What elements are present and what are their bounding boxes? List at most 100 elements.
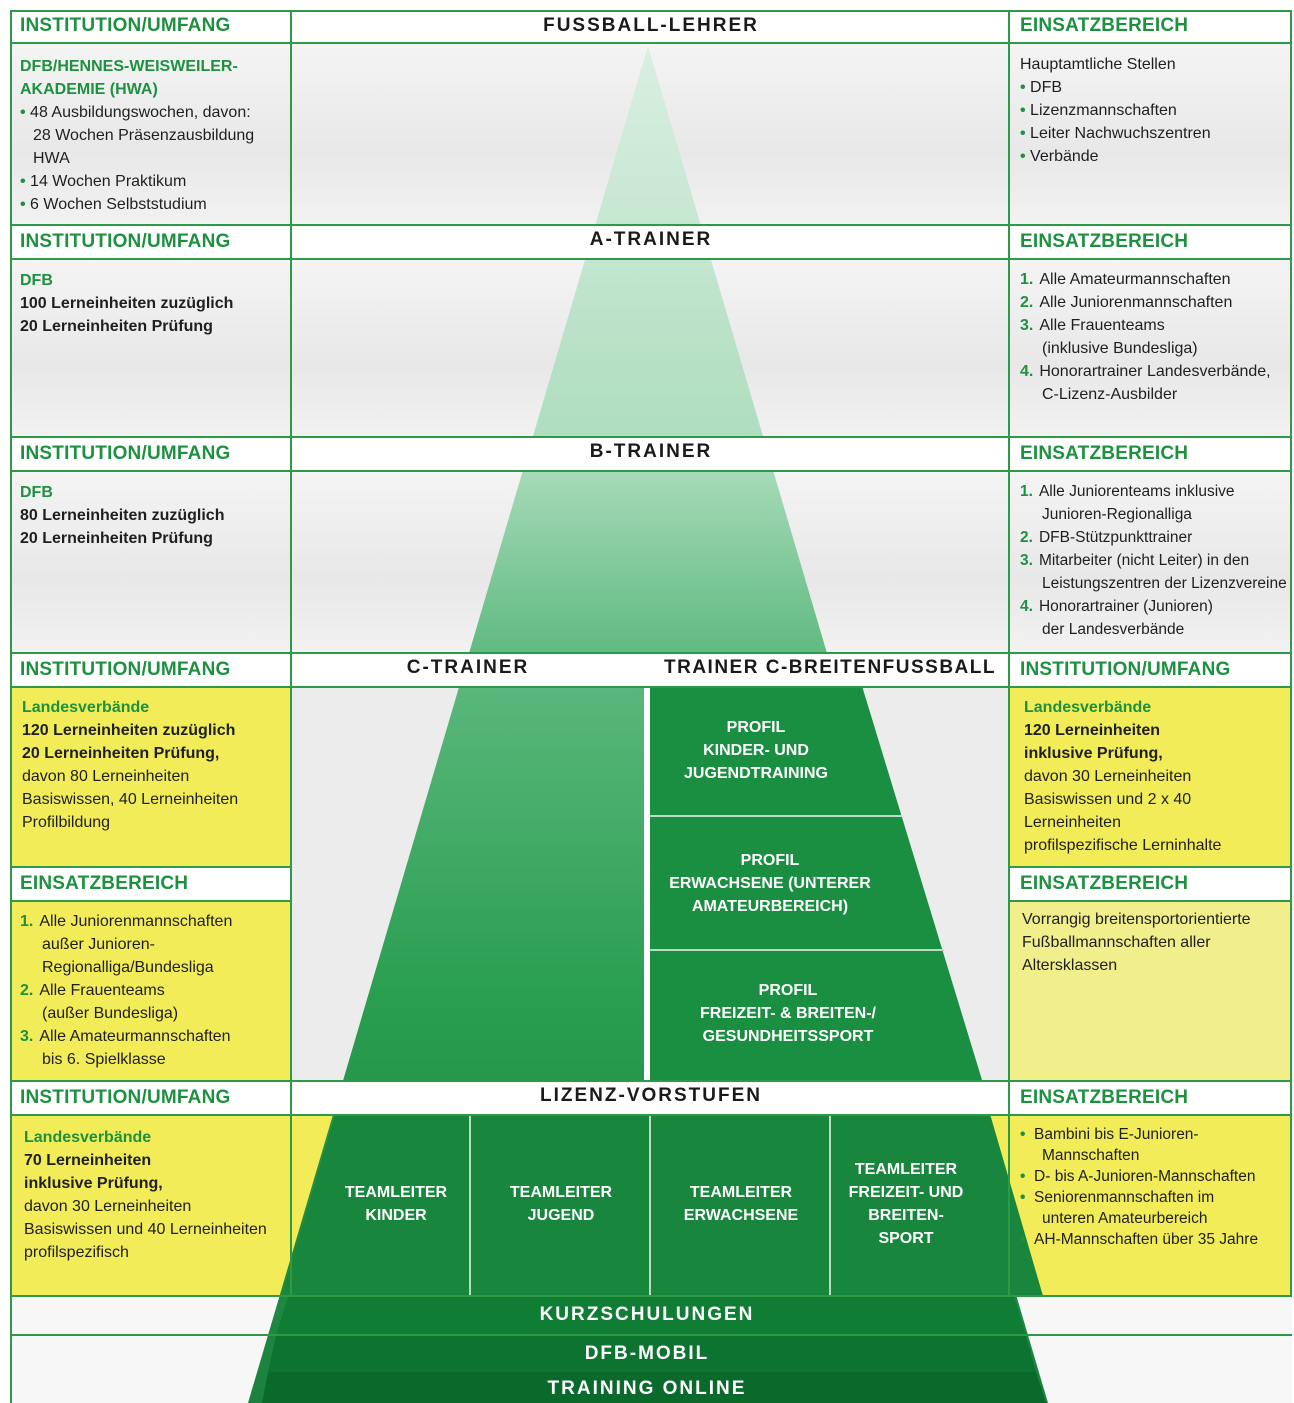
header-institution-4-right: INSTITUTION/UMFANG (1020, 659, 1231, 680)
header-einsatz-1: EINSATZBEREICH (1020, 15, 1189, 36)
b-einsatz-4: 4.Honorartrainer (Junioren)der Landesver… (1020, 598, 1213, 638)
fussball-lehrer-einsatz: Hauptamtliche Stellen • DFB • Lizenzmann… (1020, 53, 1288, 168)
teamleiter-erwachsene: TEAMLEITER ERWACHSENE (683, 1184, 799, 1224)
c-right-l1: davon 30 Lerneinheiten (1024, 768, 1192, 785)
grid-line-col2 (1008, 10, 1010, 1296)
header-c-trainer: C-TRAINER (406, 657, 530, 678)
label-kurzschulungen: KURZSCHULUNGEN (539, 1304, 755, 1325)
hwa-line-2: AKADEMIE (HWA) (20, 81, 158, 98)
c-right-institution-name: Landesverbände (1024, 699, 1152, 716)
header-row-a-trainer (10, 224, 1292, 260)
label-dfb-mobil: DFB-MOBIL (584, 1343, 710, 1364)
c-left-l2: Basiswissen, 40 Lerneinheiten (22, 791, 239, 808)
c-right-einsatz-l3: Altersklassen (1022, 957, 1118, 974)
header-einsatz-3: EINSATZBEREICH (1020, 443, 1189, 464)
a-trainer-institution: DFB 100 Lerneinheiten zuzüglich 20 Lerne… (20, 269, 288, 338)
einsatz-item-lizenz: • Lizenzmannschaften (1020, 102, 1177, 119)
hwa-line-1: DFB/HENNES-WEISWEILER- (20, 58, 238, 75)
hwa-detail-3: • 14 Wochen Praktikum (20, 173, 187, 190)
hwa-detail-4: • 6 Wochen Selbststudium (20, 196, 207, 213)
c-right-b2: inklusive Prüfung, (1024, 745, 1163, 762)
header-row-fussball-lehrer (10, 10, 1292, 44)
a-line-1: 100 Lerneinheiten zuzüglich (20, 295, 234, 312)
c-right-l3: Lerneinheiten (1024, 814, 1121, 831)
hwa-detail-1: • 48 Ausbildungswochen, davon: (20, 104, 251, 121)
einsatz-item-verbaende: • Verbände (1020, 148, 1099, 165)
grid-line-bottom-2 (10, 1334, 1292, 1336)
pyramid-c-breiten-block (650, 686, 982, 1080)
b-einsatz-2: 2.DFB-Stützpunkttrainer (1020, 529, 1193, 546)
c-breiten-institution: Landesverbände 120 Lerneinheiten inklusi… (1024, 696, 1290, 857)
c-left-l3: Profilbildung (22, 814, 111, 831)
header-institution-2: INSTITUTION/UMFANG (20, 231, 231, 252)
b-trainer-institution: DFB 80 Lerneinheiten zuzüglich 20 Lernei… (20, 481, 288, 550)
lizenz-einsatz-1: • Bambini bis E-Junioren-Mannschaften (1020, 1126, 1199, 1164)
c-right-b1: 120 Lerneinheiten (1024, 722, 1161, 739)
c-breiten-einsatz: Vorrangig breitensportorientierte Fußbal… (1022, 908, 1290, 977)
a-einsatz-4: 4.Honorartrainer Landesverbände,C-Lizenz… (1020, 363, 1271, 403)
header-fussball-lehrer: FUSSBALL-LEHRER (543, 15, 759, 36)
teamleiter-kinder: TEAMLEITER KINDER (344, 1184, 448, 1224)
band-c-trainer-right (1010, 686, 1292, 866)
header-institution-5: INSTITUTION/UMFANG (20, 1087, 231, 1108)
grid-line-bottom-1 (10, 1295, 1292, 1297)
header-a-trainer: A-TRAINER (589, 229, 713, 250)
header-lizenz-vorstufen: LIZENZ-VORSTUFEN (540, 1085, 762, 1106)
lizenz-b2: inklusive Prüfung, (24, 1175, 163, 1192)
lizenz-einsatz-4: • AH-Mannschaften über 35 Jahre (1020, 1231, 1259, 1248)
pyramid-kurzschulungen-bar (276, 1296, 1026, 1336)
band-c-einsatz-right (1010, 900, 1292, 1080)
lizenz-l2: Basiswissen und 40 Lerneinheiten (24, 1221, 267, 1238)
a-einsatz-1: 1.Alle Amateurmannschaften (1020, 271, 1231, 288)
c-right-einsatz-l2: Fußballmannschaften aller (1022, 934, 1211, 951)
c-right-einsatz-l1: Vorrangig breitensportorientierte (1022, 911, 1251, 928)
divider-c-columns (644, 654, 650, 1080)
profil-freizeit-breiten: PROFIL FREIZEIT- & BREITEN-/ GESUNDHEITS… (700, 982, 876, 1045)
pyramid-dfb-mobil-bar (268, 1336, 1036, 1372)
header-row-c-einsatz-right (1010, 866, 1292, 902)
a-trainer-einsatz: 1.Alle Amateurmannschaften 2.Alle Junior… (1020, 268, 1290, 406)
fussball-lehrer-institution: DFB/HENNES-WEISWEILER- AKADEMIE (HWA) • … (20, 55, 288, 216)
c-left-l1: davon 80 Lerneinheiten (22, 768, 190, 785)
a-einsatz-3: 3.Alle Frauenteams(inklusive Bundesliga) (1020, 317, 1198, 357)
a-line-2: 20 Lerneinheiten Prüfung (20, 318, 213, 335)
einsatz-item-nlz: • Leiter Nachwuchszentren (1020, 125, 1211, 142)
band-c-einsatz-left (10, 900, 292, 1080)
lizenz-institution-name: Landesverbände (24, 1129, 152, 1146)
lizenz-b1: 70 Lerneinheiten (24, 1152, 152, 1169)
lizenz-einsatz: • Bambini bis E-Junioren-Mannschaften • … (1020, 1124, 1290, 1250)
grid-line-right (1290, 10, 1292, 1296)
teamleiter-freizeit-breitensport: TEAMLEITER FREIZEIT- UND BREITEN- SPORT (848, 1161, 964, 1247)
lizenz-l1: davon 30 Lerneinheiten (24, 1198, 192, 1215)
teamleiter-jugend: TEAMLEITER JUGEND (509, 1184, 613, 1224)
c-left-institution-name: Landesverbände (22, 699, 150, 716)
header-row-c-einsatz-left (10, 866, 292, 902)
header-institution-3: INSTITUTION/UMFANG (20, 443, 231, 464)
c-right-l2: Basiswissen und 2 x 40 (1024, 791, 1192, 808)
header-c-einsatz-right: EINSATZBEREICH (1020, 873, 1189, 894)
c-left-einsatz-2: 2.Alle Frauenteams(außer Bundesliga) (20, 982, 179, 1022)
header-b-trainer: B-TRAINER (589, 441, 713, 462)
c-left-b2: 20 Lerneinheiten Prüfung, (22, 745, 220, 762)
lizenz-l3: profilspezifisch (24, 1244, 129, 1261)
hwa-detail-2: 28 Wochen Präsenzausbildung HWA (33, 127, 255, 167)
b-line-2: 20 Lerneinheiten Prüfung (20, 530, 213, 547)
header-row-b-trainer (10, 436, 1292, 472)
c-left-b1: 120 Lerneinheiten zuzüglich (22, 722, 236, 739)
a-einsatz-2: 2.Alle Juniorenmannschaften (1020, 294, 1233, 311)
header-c-breitenfussball: TRAINER C-BREITENFUSSBALL (664, 657, 996, 678)
band-c-trainer-left (10, 686, 292, 866)
c-right-l4: profilspezifische Lerninhalte (1024, 837, 1222, 854)
c-trainer-institution: Landesverbände 120 Lerneinheiten zuzügli… (22, 696, 290, 834)
pyramid-lizenz-block (282, 1114, 1043, 1296)
pyramid-training-online-bar (262, 1372, 1046, 1403)
header-einsatz-2: EINSATZBEREICH (1020, 231, 1189, 252)
